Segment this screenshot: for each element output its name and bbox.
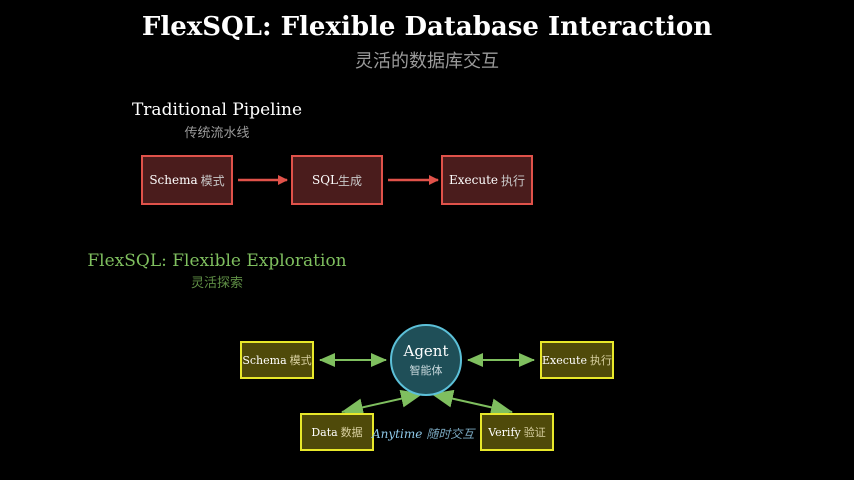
flex-schema-label-cn: 模式 <box>289 354 312 367</box>
traditional-sql-label: SQL <box>311 173 338 187</box>
flexsql-section-subtitle: 灵活探索 <box>190 276 243 291</box>
traditional-section-subtitle: 传统流水线 <box>184 126 250 141</box>
traditional-schema-box: Schema 模式 <box>141 155 233 205</box>
flex-execute-label: Execute <box>542 353 587 367</box>
traditional-execute-box: Execute 执行 <box>441 155 533 205</box>
flex-data-box: Data 数据 <box>300 413 374 451</box>
flex-schema-label: Schema <box>242 353 287 367</box>
traditional-sql-label-cn: 生成 <box>338 173 363 188</box>
flex-data-label: Data <box>311 425 338 439</box>
traditional-execute-label-cn: 执行 <box>501 173 526 188</box>
flex-schema-box: Schema 模式 <box>240 341 314 379</box>
traditional-schema-label-cn: 模式 <box>200 173 225 188</box>
agent-node: Agent 智能体 <box>390 324 462 396</box>
arrow-data-agent <box>341 389 423 417</box>
agent-label: Agent <box>403 342 449 360</box>
flex-verify-label-cn: 验证 <box>523 426 546 439</box>
flexsql-section-title: FlexSQL: Flexible Exploration <box>87 251 347 271</box>
page-title: FlexSQL: Flexible Database Interaction <box>141 12 713 42</box>
traditional-sql-box: SQL 生成 <box>291 155 383 205</box>
traditional-section-title: Traditional Pipeline <box>131 100 303 120</box>
traditional-schema-label: Schema <box>149 173 198 187</box>
agent-label-cn: 智能体 <box>409 364 443 377</box>
page-subtitle: 灵活的数据库交互 <box>355 51 499 72</box>
anytime-label: Anytime <box>372 427 423 441</box>
flex-execute-box: Execute 执行 <box>540 341 614 379</box>
arrow-agent-verify <box>431 389 513 417</box>
traditional-execute-label: Execute <box>448 173 498 187</box>
flex-verify-label: Verify <box>488 425 521 439</box>
flex-execute-label-cn: 执行 <box>589 354 612 367</box>
flex-data-label-cn: 数据 <box>340 426 363 439</box>
anytime-label-cn: 随时交互 <box>426 427 475 441</box>
flex-verify-box: Verify 验证 <box>480 413 554 451</box>
